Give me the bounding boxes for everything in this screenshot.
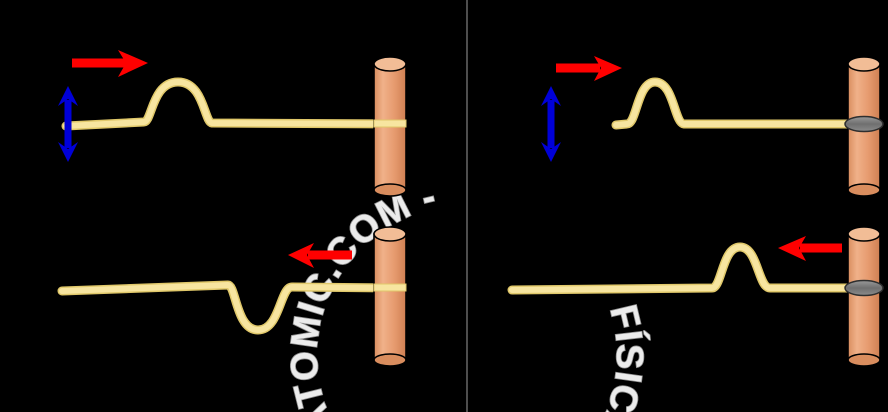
pole-top-right [844,56,884,197]
pole-top-left [373,56,407,197]
rope-knot-top-left [373,119,407,128]
rope-knot-bottom-left [373,283,407,292]
rope-bottom-right [507,242,867,295]
direction-arrow-top-left [72,50,148,77]
motion-arrow-top-right [541,86,561,162]
motion-arrow-top-left [58,86,78,162]
rope-top-left [61,77,405,131]
rope-bottom-left [57,280,405,335]
rope-top-right [611,77,867,130]
pole-bottom-left [373,226,407,367]
direction-arrow-top-right [556,56,622,81]
direction-arrow-bottom-left [288,243,352,268]
free-end-ring-top-right [844,115,884,133]
free-end-ring-bottom-right [844,279,884,297]
pole-bottom-right [844,226,884,367]
direction-arrow-bottom-right [778,236,842,261]
